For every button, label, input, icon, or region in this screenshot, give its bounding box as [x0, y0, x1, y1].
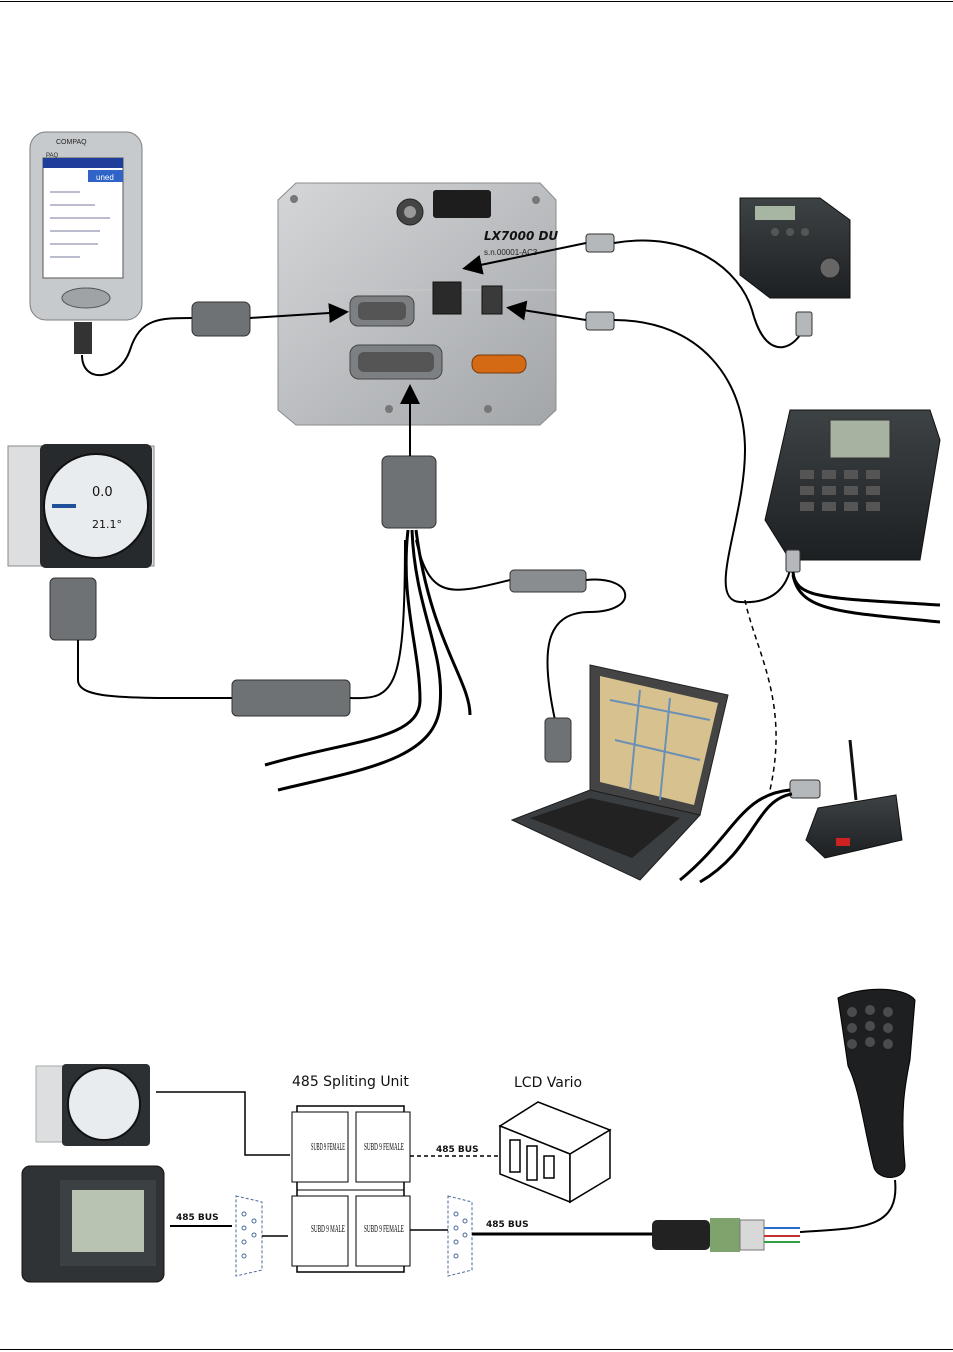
lcd-vario-box: [500, 1102, 610, 1202]
laptop: [512, 665, 728, 880]
vario-cable: [78, 640, 232, 698]
pda-brand-text: COMPAQ: [56, 139, 87, 146]
main-db15-connector: [382, 456, 436, 528]
rj-plug-middle: [586, 312, 614, 330]
unit-model-label: LX7000 DU: [484, 229, 558, 243]
laptop-inline-connector: [510, 570, 586, 592]
lcd-vario-label: LCD Vario: [514, 1075, 582, 1091]
vario-readout-main: 0.0: [92, 485, 113, 500]
bus-cable-left-3: [416, 530, 470, 715]
vario-instrument: 0.0 21.1°: [8, 444, 154, 568]
inline-connector-pair: [232, 680, 350, 716]
pda-db9-connector: [192, 302, 250, 336]
pda-device: COMPAQ PAQ uned: [30, 132, 142, 354]
rj-plug-remote: [796, 312, 812, 336]
pda-header-text: uned: [96, 173, 114, 182]
bus-cable-right-2: [793, 575, 940, 622]
left-bus-label: 485 BUS: [176, 1213, 219, 1223]
radio-transmitter: [806, 740, 902, 858]
remote-stick-adapter: [652, 1218, 800, 1252]
lx7000-du-unit: LX7000 DU s.n.00001-AC3: [278, 183, 558, 425]
rj-plug-top: [586, 234, 614, 252]
port-label-1: SUBD 9 FEMALE: [311, 1142, 345, 1153]
splitting-unit-box: SUBD 9 FEMALE SUBD 9 FEMALE SUBD 9 MALE …: [292, 1106, 410, 1272]
vario-line: [156, 1092, 290, 1155]
rj-plug-radio: [790, 780, 820, 798]
lx-display-unit: [22, 1166, 164, 1282]
remote-control-stick: [838, 989, 915, 1177]
vario-instrument-small: [36, 1064, 150, 1146]
rj-plug-keypad: [786, 550, 800, 572]
laptop-cable-a: [416, 540, 510, 590]
main-cable-left: [350, 540, 405, 698]
lcd-vario-bus-label: 485 BUS: [436, 1145, 479, 1155]
vario-readout-sub: 21.1°: [92, 518, 122, 531]
db9-icon-left: [236, 1196, 262, 1276]
dashed-link: [745, 600, 776, 790]
vario-db15-connector: [50, 578, 96, 640]
port-label-2: SUBD 9 FEMALE: [364, 1142, 404, 1153]
remote-device-top-right: [740, 198, 850, 298]
stick-cable: [800, 1180, 895, 1232]
pda-cable: [82, 318, 192, 375]
port-label-4: SUBD 9 FEMALE: [364, 1224, 404, 1235]
right-bus-label: 485 BUS: [486, 1220, 529, 1230]
pda-title-text: PAQ: [46, 153, 59, 159]
splitting-unit-label: 485 Spliting Unit: [292, 1074, 409, 1090]
remote-keypad-device: [765, 410, 940, 560]
bus-cable-right-1: [793, 572, 940, 605]
laptop-db9-connector: [545, 718, 571, 762]
db9-icon-right: [448, 1196, 472, 1276]
bus-cable-left-1: [265, 530, 420, 765]
radio-cable-2: [700, 794, 792, 882]
remote-cable-middle: [614, 320, 790, 602]
port-label-3: SUBD 9 MALE: [311, 1224, 345, 1235]
